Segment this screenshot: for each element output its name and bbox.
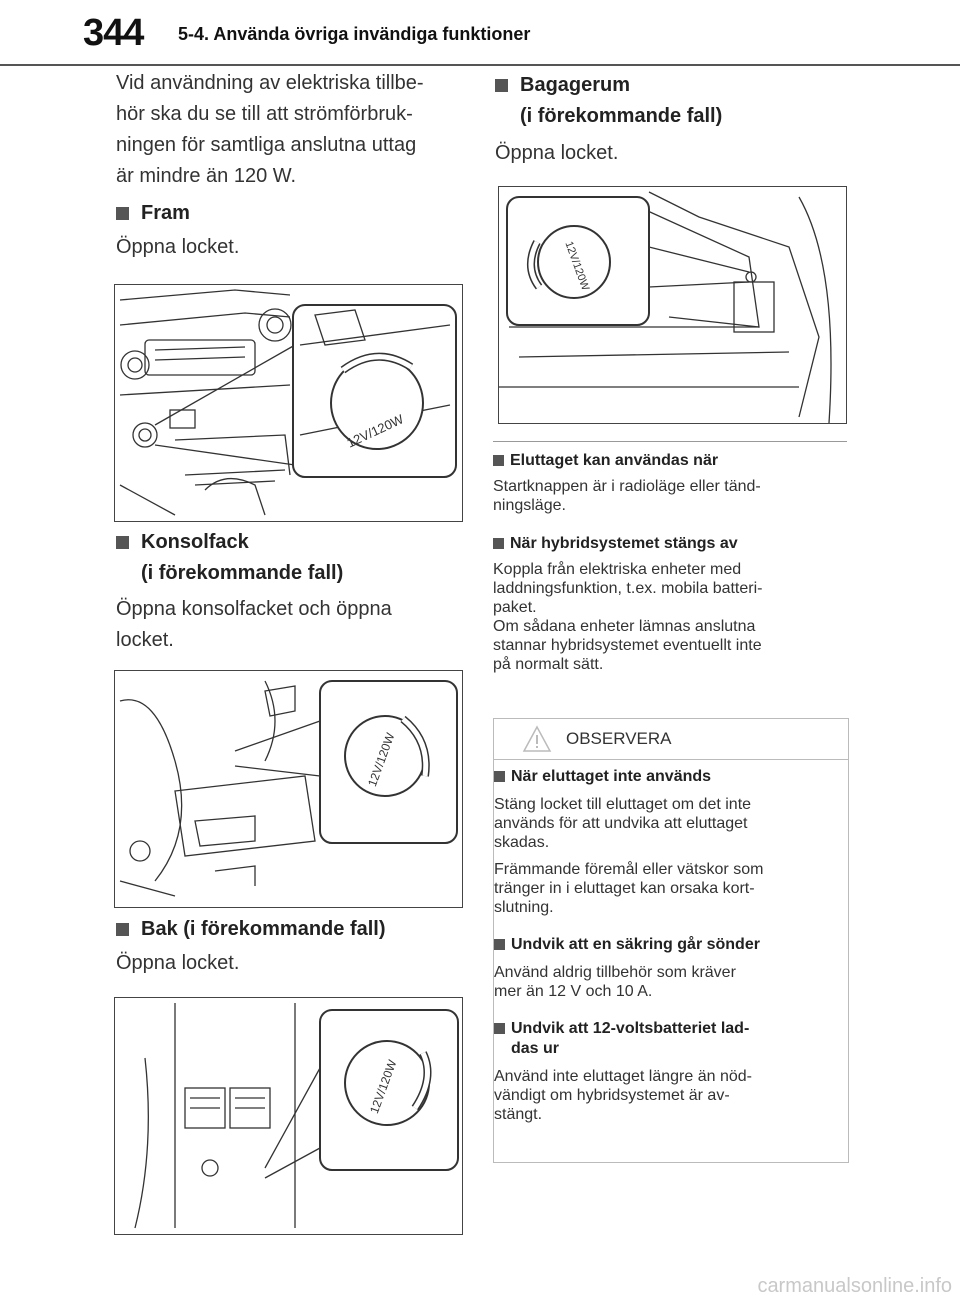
caution-text: tränger in i eluttaget kan orsaka kort- <box>494 880 755 897</box>
bak-text: Öppna locket. <box>116 952 240 974</box>
caution-section: Undvik att 12-voltsbatteriet lad-das ur … <box>494 1019 848 1124</box>
section-rule <box>493 441 847 442</box>
warning-triangle-icon <box>522 725 552 752</box>
konsol-block: Konsolfack (i förekommande fall) <box>114 527 464 589</box>
bak-heading: Bak (i förekommande fall) <box>114 914 464 945</box>
bullet-square-icon <box>116 923 129 936</box>
note-heading: Eluttaget kan användas när <box>493 451 847 471</box>
note-text: paket. <box>493 599 537 616</box>
fram-block: Fram <box>114 198 464 229</box>
page-number: 344 <box>83 12 144 54</box>
caution-text: stängt. <box>494 1106 543 1123</box>
bullet-square-icon <box>116 536 129 549</box>
figure-front-outlet: 12V/120W <box>114 284 463 522</box>
console-box-illustration-icon: 12V/120W <box>119 680 458 897</box>
konsol-text: Öppna konsolfacket och öppna <box>116 598 392 620</box>
page-header: 344 5-4. Använda övriga invändiga funkti… <box>0 0 960 70</box>
caution-text: Främmande föremål eller vätskor som <box>494 861 764 878</box>
fram-text: Öppna locket. <box>116 236 240 258</box>
intro-block: Vid användning av elektriska tillbe- hör… <box>116 68 466 192</box>
caution-text: Stäng locket till eluttaget om det inte <box>494 796 752 813</box>
intro-line: Vid användning av elektriska tillbe- <box>116 72 424 94</box>
intro-line: ningen för samtliga anslutna uttag <box>116 134 417 156</box>
bullet-square-icon <box>116 207 129 220</box>
caution-title: OBSERVERA <box>566 729 672 748</box>
caution-section: När eluttaget inte används Stäng locket … <box>494 767 848 917</box>
caution-heading: När eluttaget inte används <box>494 767 848 787</box>
konsol-text: locket. <box>116 629 174 651</box>
figure-console-outlet: 12V/120W <box>114 670 463 908</box>
bagage-heading-line2: (i förekommande fall) <box>520 105 723 127</box>
bullet-square-icon <box>494 939 505 950</box>
intro-line: hör ska du se till att strömförbruk- <box>116 103 413 125</box>
note-1: Eluttaget kan användas när Startknappen … <box>493 451 847 515</box>
note-text: Startknappen är i radioläge eller tänd- <box>493 478 761 495</box>
caution-heading: Undvik att 12-voltsbatteriet lad-das ur <box>494 1019 848 1059</box>
bagage-heading: Bagagerum <box>493 70 853 101</box>
caution-box: OBSERVERA När eluttaget inte används Stä… <box>493 718 849 1163</box>
watermark: carmanualsonline.info <box>757 1275 952 1297</box>
note-text: Koppla från elektriska enheter med <box>493 561 742 578</box>
konsol-heading-line2: (i förekommande fall) <box>141 562 344 584</box>
caution-text: slutning. <box>494 899 554 916</box>
bagage-block: Bagagerum (i förekommande fall) <box>493 70 853 132</box>
bullet-square-icon <box>495 79 508 92</box>
front-console-illustration-icon: 12V/120W <box>119 289 457 516</box>
note-heading: När hybridsystemet stängs av <box>493 534 847 554</box>
caution-text: mer än 12 V och 10 A. <box>494 983 653 1000</box>
caution-text: Använd inte eluttaget längre än nöd- <box>494 1068 752 1085</box>
intro-line: är mindre än 120 W. <box>116 165 297 187</box>
caution-section: Undvik att en säkring går sönder Använd … <box>494 935 848 1001</box>
fram-heading: Fram <box>114 198 464 229</box>
bullet-square-icon <box>493 455 504 466</box>
caution-text: vändigt om hybridsystemet är av- <box>494 1087 730 1104</box>
bullet-square-icon <box>494 771 505 782</box>
bullet-square-icon <box>494 1023 505 1034</box>
header-rule <box>0 64 960 66</box>
luggage-compartment-illustration-icon: 12V/120W <box>499 191 832 423</box>
caution-text: Använd aldrig tillbehör som kräver <box>494 964 736 981</box>
bullet-square-icon <box>493 538 504 549</box>
figure-rear-outlet: 12V/120W <box>114 997 463 1235</box>
caution-text: används för att undvika att eluttaget <box>494 815 748 832</box>
note-text: laddningsfunktion, t.ex. mobila batteri- <box>493 580 763 597</box>
bak-block: Bak (i förekommande fall) <box>114 914 464 945</box>
note-text: stannar hybridsystemet eventuellt inte <box>493 637 762 654</box>
note-text: på normalt sätt. <box>493 656 604 673</box>
section-title: 5-4. Använda övriga invändiga funktioner <box>178 24 531 44</box>
figure-luggage-outlet: 12V/120W <box>498 186 847 424</box>
note-text: Om sådana enheter lämnas anslutna <box>493 618 756 635</box>
bagage-text: Öppna locket. <box>495 142 619 164</box>
konsol-heading: Konsolfack <box>114 527 464 558</box>
rear-console-illustration-icon: 12V/120W <box>134 1003 459 1229</box>
caution-header: OBSERVERA <box>494 719 848 760</box>
caution-heading: Undvik att en säkring går sönder <box>494 935 848 955</box>
note-text: ningsläge. <box>493 497 566 514</box>
caution-text: skadas. <box>494 834 550 851</box>
note-2: När hybridsystemet stängs av Koppla från… <box>493 534 847 674</box>
